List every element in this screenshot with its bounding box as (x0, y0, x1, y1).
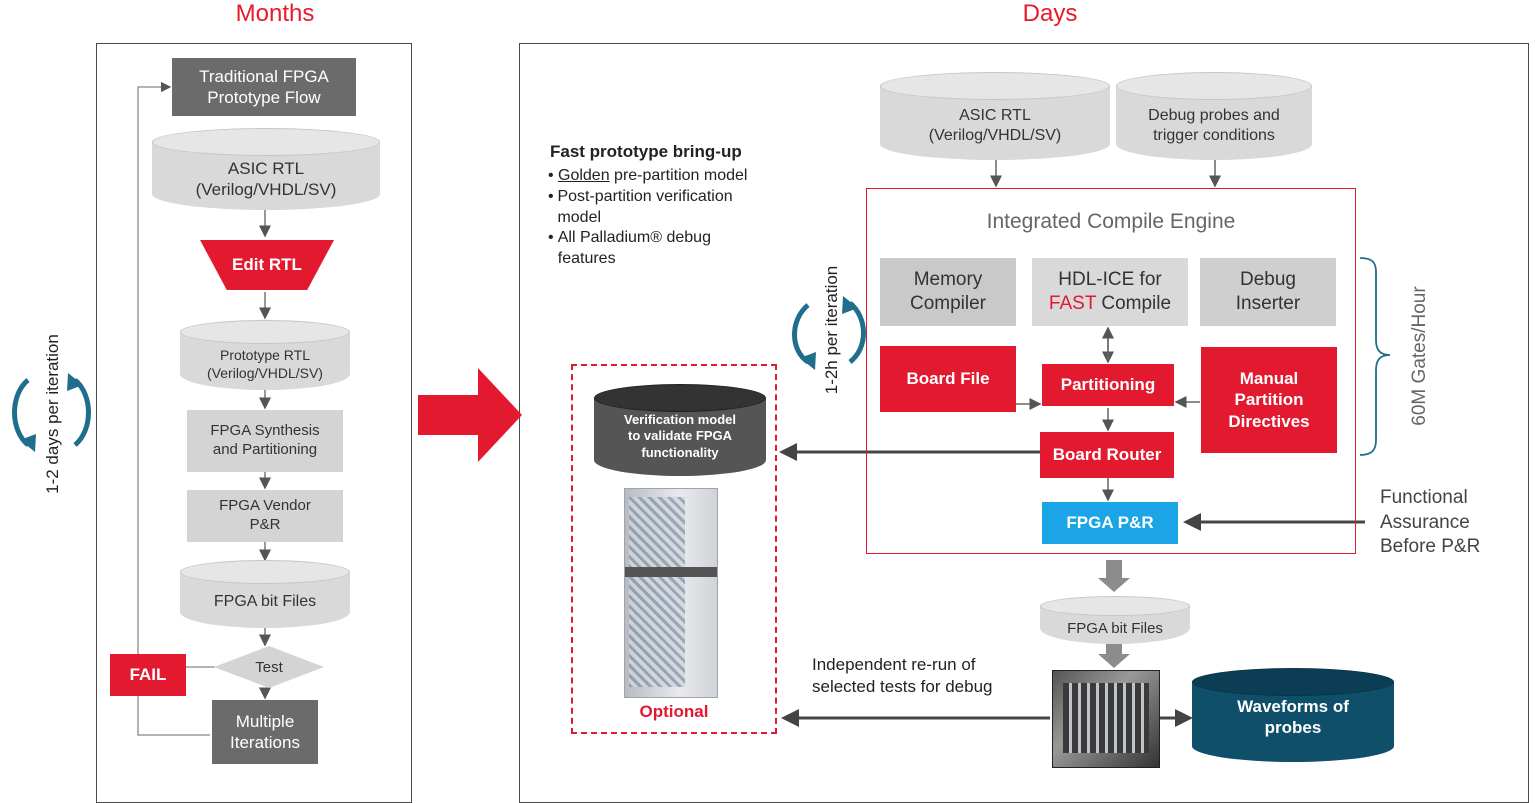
edit-rtl-label: Edit RTL (232, 255, 302, 274)
fpga-synthesis-step: FPGA Synthesis and Partitioning (187, 410, 343, 472)
right-cycle-label: 1-2h per iteration (822, 265, 841, 395)
bringup-item-golden-text: Golden pre-partition model (558, 166, 747, 187)
bringup-item-post: • Post-partition verification model (548, 187, 768, 229)
debug-probes-db: Debug probes and trigger conditions (1116, 72, 1312, 160)
engine-title: Integrated Compile Engine (986, 210, 1236, 233)
test-label: Test (255, 658, 283, 676)
board-router: Board Router (1040, 432, 1174, 478)
debug-probes-label: Debug probes and trigger conditions (1148, 107, 1280, 144)
server-band (625, 567, 717, 577)
right-fpga-bit-files-db: FPGA bit Files (1040, 596, 1190, 644)
palladium-server-image (624, 488, 718, 698)
left-asic-rtl-label: ASIC RTL (Verilog/VHDL/SV) (195, 159, 337, 200)
partitioning: Partitioning (1042, 364, 1174, 406)
verification-model-db: Verification model to validate FPGA func… (594, 384, 766, 476)
bullet: • (548, 167, 554, 184)
compile-word: Compile (1096, 293, 1172, 314)
verification-model-label: Verification model to validate FPGA func… (624, 412, 736, 460)
fpga-vendor-pr-step: FPGA Vendor P&R (187, 490, 343, 542)
waveforms-db: Waveforms of probes (1192, 668, 1394, 762)
bullet: • (548, 187, 554, 205)
waveforms-label: Waveforms of probes (1237, 697, 1349, 738)
fast-word: FAST (1048, 293, 1097, 314)
compile-engine-frame (866, 188, 1356, 554)
prototype-hardware-image (1052, 670, 1160, 768)
bullet: • (548, 229, 554, 247)
golden-word: Golden (558, 167, 610, 184)
edit-rtl-step: Edit RTL (200, 240, 334, 290)
debug-inserter: Debug Inserter (1200, 258, 1336, 326)
fpga-pr: FPGA P&R (1042, 502, 1178, 544)
prototype-rtl-label: Prototype RTL (Verilog/VHDL/SV) (207, 347, 323, 381)
traditional-flow-title: Traditional FPGA Prototype Flow (172, 58, 356, 116)
manual-partition-directives: Manual Partition Directives (1201, 347, 1337, 453)
prototype-rtl-db: Prototype RTL (Verilog/VHDL/SV) (180, 320, 350, 390)
left-cycle-label: 1-2 days per iteration (43, 334, 62, 494)
bringup-item-golden: • Golden pre-partition model (548, 166, 768, 187)
bringup-item-palladium-text: All Palladium® debug features (557, 229, 711, 268)
optional-label: Optional (639, 702, 709, 721)
hardware-board (1063, 683, 1149, 753)
functional-assurance: Functional Assurance Before P&R (1380, 487, 1481, 558)
right-asic-rtl-db: ASIC RTL (Verilog/VHDL/SV) (880, 72, 1110, 160)
fpga-bit-files-db: FPGA bit Files (180, 560, 350, 628)
fail-badge: FAIL (110, 654, 186, 696)
hdl-ice-line2: FAST Compile (1049, 292, 1171, 316)
hdl-ice-box: HDL-ICE for FAST Compile (1032, 258, 1188, 326)
bringup-title: Fast prototype bring-up (550, 142, 742, 161)
server-grille (629, 497, 685, 687)
header-days: Days (1022, 0, 1078, 27)
right-asic-rtl-label: ASIC RTL (Verilog/VHDL/SV) (928, 107, 1062, 144)
connector-lines (12, 81, 1391, 736)
fpga-bit-files-label: FPGA bit Files (213, 593, 317, 610)
bringup-item-palladium: • All Palladium® debug features (548, 228, 768, 270)
hdl-ice-line1: HDL-ICE for (1058, 269, 1162, 291)
header-months: Months (235, 0, 315, 27)
bringup-list: • Golden pre-partition model • Post-part… (548, 166, 768, 270)
rerun-note: Independent re-run of selected tests for… (812, 655, 993, 697)
optional-frame (571, 364, 777, 734)
bringup-item-post-text: Post-partition verification model (557, 187, 733, 226)
multiple-iterations: Multiple Iterations (212, 700, 318, 764)
golden-rest: pre-partition model (609, 167, 748, 184)
board-file: Board File (880, 346, 1016, 412)
gates-label: 60M Gates/Hour (1409, 286, 1430, 426)
left-asic-rtl-db: ASIC RTL (Verilog/VHDL/SV) (152, 128, 380, 210)
right-fpga-bit-files-label: FPGA bit Files (1067, 620, 1163, 637)
memory-compiler: Memory Compiler (880, 258, 1016, 326)
